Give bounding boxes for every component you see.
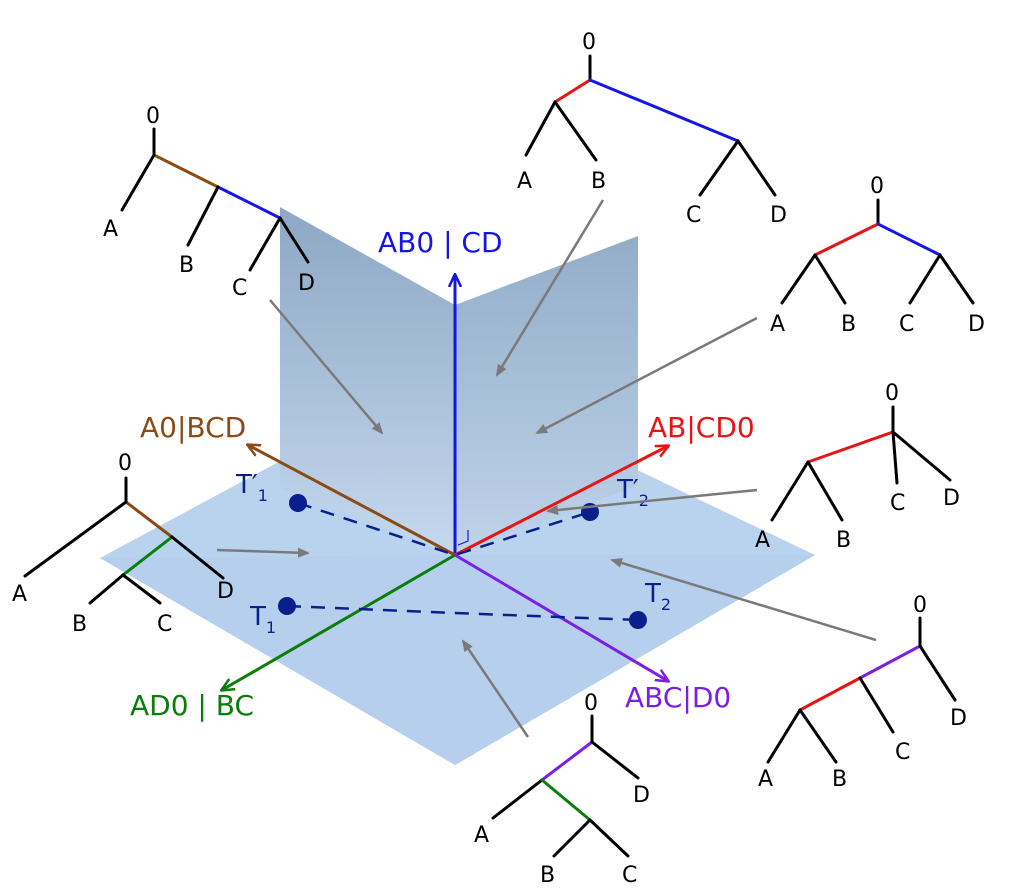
tree-right — [770, 405, 952, 522]
point-t1p — [289, 494, 307, 512]
tree-right-root: 0 — [885, 381, 899, 406]
tree-bottom-right-leaf-a: A — [758, 767, 773, 792]
tree-bottom-right-leaf-d: D — [950, 706, 967, 731]
point-t1 — [278, 597, 296, 615]
pointer-arrows — [216, 199, 877, 738]
tree-bottom-right-root: 0 — [913, 593, 927, 618]
axis-red — [454, 446, 668, 557]
tree-bottom-root: 0 — [584, 691, 598, 716]
tree-right-leaf-b: B — [836, 528, 851, 553]
tree-top-right-leaf-c: C — [899, 312, 914, 337]
tree-bottom-leaf-b: B — [540, 863, 555, 888]
axis-label-purple: ABC|D0 — [625, 681, 731, 714]
tree-top-left-leaf-a: A — [103, 217, 118, 242]
tree-top-root: 0 — [582, 30, 596, 55]
axis-green — [222, 553, 456, 690]
tree-bottom-leaf-d: D — [633, 783, 650, 808]
tree-left-leaf-c: C — [157, 612, 172, 637]
tree-bottom-right-leaf-c: C — [895, 740, 910, 765]
tree-right-leaf-d: D — [943, 486, 960, 511]
label-t1p: T′1 — [235, 470, 268, 505]
tree-bottom — [491, 714, 640, 858]
tree-bottom-right — [766, 616, 957, 764]
tree-right-leaf-a: A — [755, 528, 770, 553]
label-t2: T2 — [644, 579, 671, 614]
tree-top-right-leaf-b: B — [841, 312, 856, 337]
tree-top-right-leaf-a: A — [770, 312, 785, 337]
tree-top-leaf-a: A — [517, 169, 532, 194]
tree-top-leaf-d: D — [770, 203, 787, 228]
axis-label-blue: AB0 | CD — [378, 226, 503, 259]
path-t1p-t2p — [297, 501, 591, 557]
axis-brown — [248, 445, 456, 557]
tree-left-leaf-a: A — [12, 582, 27, 607]
tree-left-leaf-d: D — [217, 579, 234, 604]
tree-left — [23, 476, 225, 605]
tree-top-leaf-c: C — [686, 203, 701, 228]
tree-bottom-leaf-a: A — [474, 823, 489, 848]
tree-bottom-right-leaf-b: B — [832, 767, 847, 792]
tree-top-left-leaf-b: B — [179, 253, 194, 278]
vertical-plane-left — [280, 207, 455, 555]
tree-top-left-leaf-d: D — [298, 271, 315, 296]
tree-top-left-root: 0 — [146, 104, 160, 129]
horizontal-plane-front — [100, 555, 815, 765]
tree-left-root: 0 — [118, 451, 132, 476]
tree-top-right-root: 0 — [870, 174, 884, 199]
axis-label-brown: A0|BCD — [140, 411, 246, 444]
tree-top-left — [120, 127, 310, 272]
tree-right-leaf-c: C — [890, 491, 905, 516]
tree-top-leaf-b: B — [591, 169, 606, 194]
tree-top — [524, 54, 777, 197]
axis-label-green: AD0 | BC — [130, 689, 254, 722]
right-angle-mark — [457, 530, 469, 546]
tree-top-right — [780, 198, 975, 305]
tree-left-leaf-b: B — [72, 612, 87, 637]
tree-top-right-leaf-d: D — [968, 312, 985, 337]
tree-top-left-leaf-c: C — [232, 276, 247, 301]
path-t1-t2 — [286, 604, 639, 622]
axis-label-red: AB|CD0 — [648, 411, 755, 444]
point-t2 — [629, 611, 647, 629]
label-t1: T1 — [249, 602, 276, 637]
tree-bottom-leaf-c: C — [622, 863, 637, 888]
vertical-plane-right — [455, 236, 638, 555]
